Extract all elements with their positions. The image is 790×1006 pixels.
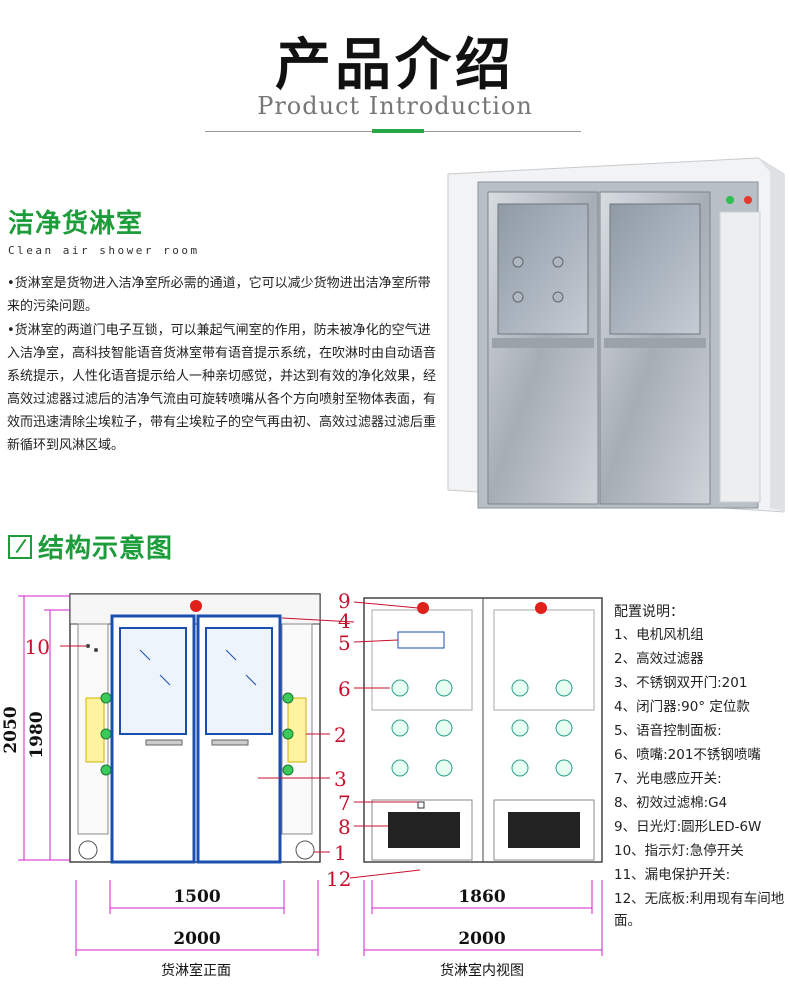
front-width-outer-label: 2000 bbox=[173, 929, 220, 949]
page-subtitle: Product Introduction bbox=[257, 92, 533, 120]
inner-width-inner-label: 1860 bbox=[458, 887, 505, 907]
title-accent-bar bbox=[372, 129, 424, 133]
callout-10: 10 bbox=[25, 635, 50, 659]
callout-12: 12 bbox=[326, 867, 351, 891]
front-width-inner-label: 1500 bbox=[173, 887, 220, 907]
config-item-2: 2、高效过滤器 bbox=[614, 651, 704, 667]
front-view-caption: 货淋室正面 bbox=[161, 962, 231, 979]
callout-6: 6 bbox=[338, 677, 351, 701]
config-item-1: 1、电机风机组 bbox=[614, 627, 704, 643]
callout-8: 8 bbox=[338, 815, 351, 839]
callout-4: 4 bbox=[338, 609, 351, 633]
config-item-7: 7、光电感应开关: bbox=[614, 771, 722, 787]
config-item-12: 12、无底板:利用现有车间地面。 bbox=[614, 891, 785, 929]
callout-7: 7 bbox=[338, 791, 351, 815]
callout-3: 3 bbox=[334, 767, 347, 791]
callout-9: 9 bbox=[338, 589, 351, 613]
callout-2: 2 bbox=[334, 723, 347, 747]
product-name-english: Clean air shower room bbox=[8, 244, 200, 257]
pencil-box-icon bbox=[8, 535, 32, 559]
description-paragraph-1: •货淋室是货物进入洁净室所必需的通道，它可以减少货物进出洁净室所带来的污染问题。 bbox=[7, 276, 431, 314]
front-view: 2050 1980 1500 2000 货淋室正面 bbox=[1, 593, 321, 979]
config-item-3: 3、不锈钢双开门:201 bbox=[614, 675, 748, 691]
front-height-inner-label: 1980 bbox=[27, 711, 47, 758]
callout-5: 5 bbox=[338, 631, 351, 655]
product-name-heading: 洁净货淋室 bbox=[8, 209, 144, 239]
inner-view-caption: 货淋室内视图 bbox=[440, 962, 524, 979]
config-item-4: 4、闭门器:90° 定位款 bbox=[614, 699, 750, 715]
inner-view: 1860 2000 货淋室内视图 bbox=[363, 597, 603, 979]
config-item-10: 10、指示灯:急停开关 bbox=[614, 843, 744, 859]
config-item-8: 8、初效过滤棉:G4 bbox=[614, 795, 728, 811]
page-title: 产品介绍 bbox=[275, 32, 515, 98]
config-item-6: 6、喷嘴:201不锈钢喷嘴 bbox=[614, 747, 761, 763]
config-item-11: 11、漏电保护开关: bbox=[614, 867, 731, 883]
config-item-9: 9、日光灯:圆形LED-6W bbox=[614, 819, 762, 835]
structure-diagram-heading: 结构示意图 bbox=[8, 528, 173, 565]
callout-1: 1 bbox=[334, 841, 347, 865]
front-height-outer-label: 2050 bbox=[1, 706, 21, 753]
config-item-5: 5、语音控制面板: bbox=[614, 723, 722, 739]
description-paragraph-2: •货淋室的两道门电子互锁，可以兼起气闸室的作用，防未被净化的空气进入洁净室，高科… bbox=[7, 323, 437, 453]
structure-diagram-title: 结构示意图 bbox=[38, 534, 174, 564]
product-photo bbox=[447, 157, 785, 513]
config-title: 配置说明： bbox=[614, 604, 684, 620]
inner-width-outer-label: 2000 bbox=[458, 929, 505, 949]
structure-diagram: 2050 1980 1500 2000 货淋室正面 bbox=[1, 589, 603, 979]
